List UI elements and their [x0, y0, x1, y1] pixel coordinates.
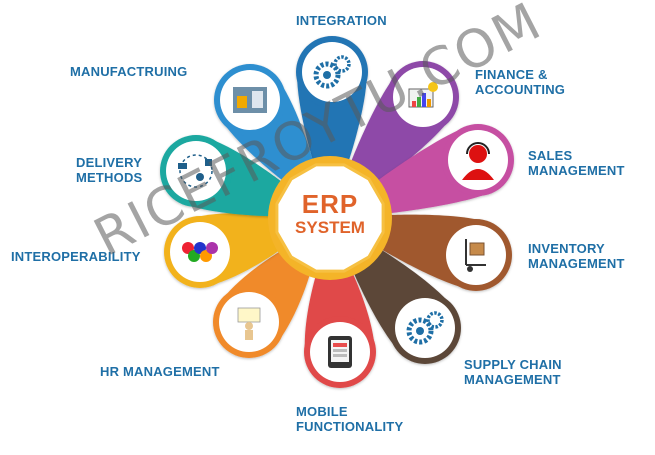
hub-title: ERP SYSTEM [270, 190, 390, 238]
label-line: ACCOUNTING [475, 82, 565, 97]
label-line: INVENTORY [528, 241, 625, 256]
label-manufacturing: MANUFACTRUING [70, 64, 187, 79]
label-line: MANAGEMENT [464, 372, 562, 387]
label-line: MANAGEMENT [528, 163, 625, 178]
hub-title-erp: ERP [270, 190, 390, 218]
label-line: HR MANAGEMENT [100, 364, 220, 379]
label-line: SUPPLY CHAIN [464, 357, 562, 372]
label-line: SALES [528, 148, 625, 163]
label-line: MANUFACTRUING [70, 64, 187, 79]
label-hr: HR MANAGEMENT [100, 364, 220, 379]
label-integration: INTEGRATION [296, 13, 387, 28]
label-line: INTEGRATION [296, 13, 387, 28]
tablet-icon [328, 336, 352, 368]
label-delivery: DELIVERY METHODS [76, 155, 142, 185]
label-mobile: MOBILE FUNCTIONALITY [296, 404, 403, 434]
label-inventory: INVENTORY MANAGEMENT [528, 241, 625, 271]
petal-inner [395, 298, 455, 358]
label-sales: SALES MANAGEMENT [528, 148, 625, 178]
factory-robot-icon [233, 87, 267, 113]
label-line: MANAGEMENT [528, 256, 625, 271]
label-line: DELIVERY [76, 155, 142, 170]
label-line: METHODS [76, 170, 142, 185]
label-supply-chain: SUPPLY CHAIN MANAGEMENT [464, 357, 562, 387]
label-line: FUNCTIONALITY [296, 419, 403, 434]
label-line: MOBILE [296, 404, 403, 419]
hub-title-system: SYSTEM [270, 218, 390, 238]
